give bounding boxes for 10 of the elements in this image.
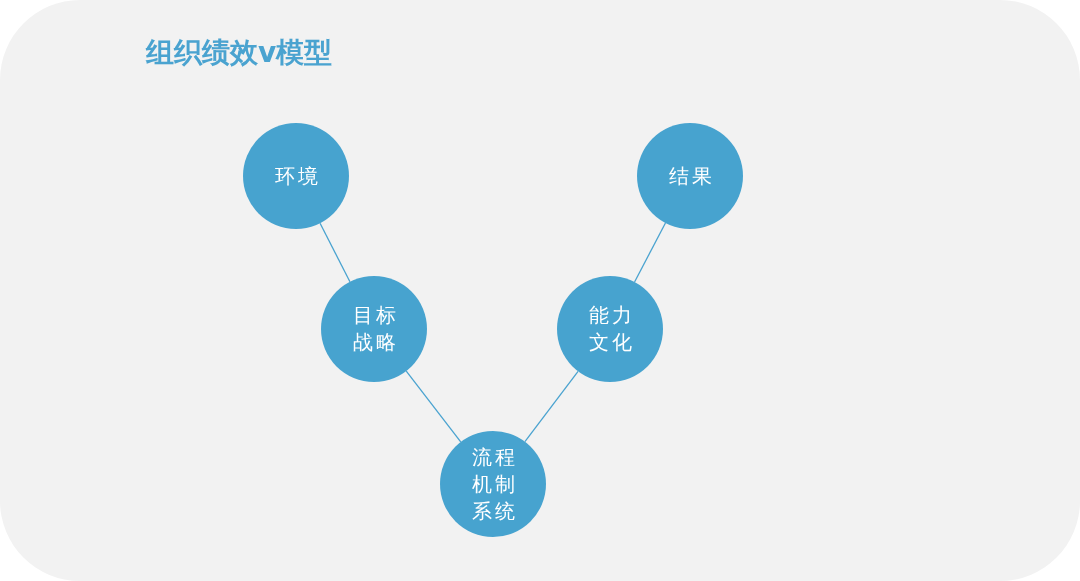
connector-line: [524, 370, 579, 443]
node-label: 流程机制系统: [470, 443, 519, 525]
title: 组织绩效v模型: [146, 35, 333, 71]
node-label: 能力文化: [587, 302, 636, 356]
node-label: 目标战略: [351, 302, 400, 356]
node-label: 结果: [667, 162, 716, 190]
connector-line: [633, 222, 667, 283]
node-label: 环境: [273, 162, 322, 190]
connector-line: [319, 222, 351, 283]
connector-line: [405, 370, 462, 443]
